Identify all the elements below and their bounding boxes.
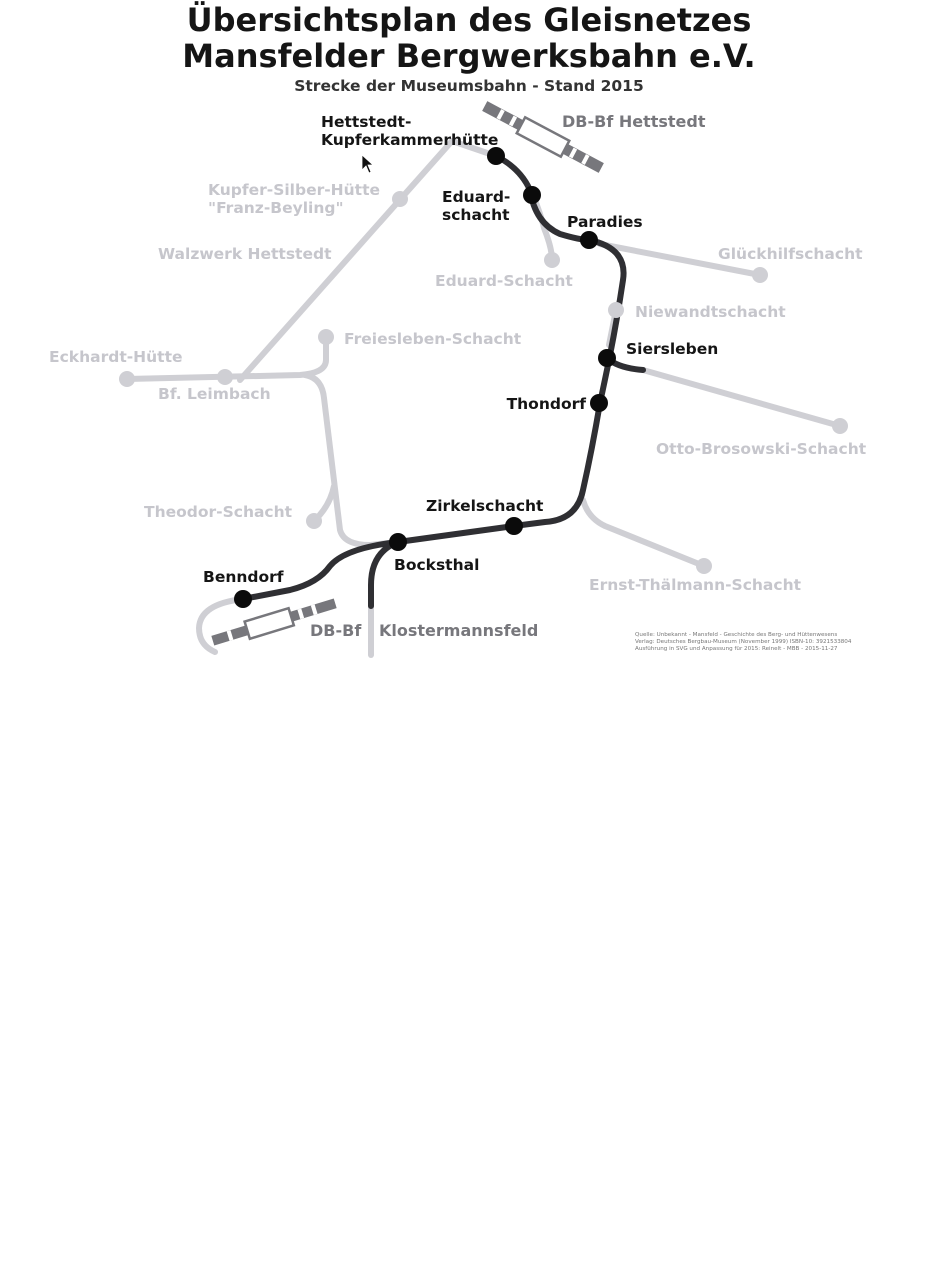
label-niewandtschacht: Niewandtschacht bbox=[635, 303, 786, 321]
map-canvas: Übersichtsplan des Gleisnetzes Mansfelde… bbox=[49, 1, 867, 658]
label-bocksthal: Bocksthal bbox=[394, 556, 479, 574]
db-klostermannsfeld-symbol bbox=[211, 598, 337, 646]
db-hettstedt-symbol bbox=[482, 101, 604, 173]
map-subtitle: Strecke der Museumsbahn - Stand 2015 bbox=[294, 77, 644, 95]
active-station-labels: Hettstedt- Kupferkammerhütte Eduard- sch… bbox=[203, 113, 718, 586]
stop-glueckhilfschacht bbox=[752, 267, 768, 283]
stop-eckhardt-huette bbox=[119, 371, 135, 387]
db-hettstedt-ties bbox=[496, 109, 590, 165]
mouse-cursor bbox=[361, 154, 375, 174]
source-line3: Ausführung in SVG und Anpassung für 2015… bbox=[635, 646, 838, 652]
tie bbox=[568, 147, 578, 159]
track-bocksthal-branch bbox=[368, 539, 401, 609]
label-siersleben: Siersleben bbox=[626, 340, 718, 358]
tie bbox=[508, 115, 518, 127]
source-note: Quelle: Unbekannt - Mansfeld - Geschicht… bbox=[635, 632, 852, 652]
stop-theodor-schacht bbox=[306, 513, 322, 529]
label-freiesleben-schacht: Freiesleben-Schacht bbox=[344, 330, 522, 348]
db-hettstedt-building bbox=[515, 115, 571, 159]
db-klostermannsfeld-building bbox=[243, 606, 296, 641]
tie bbox=[297, 608, 305, 620]
tie bbox=[496, 109, 505, 120]
label-hettstedt-line1: Hettstedt- bbox=[321, 113, 411, 131]
stop-paradies bbox=[580, 231, 598, 249]
label-db-bf-prefix: DB-Bf bbox=[310, 621, 362, 640]
label-kupfer-silber-line1: Kupfer-Silber-Hütte bbox=[208, 181, 380, 199]
inactive-station-labels: Kupfer-Silber-Hütte "Franz-Beyling" Walz… bbox=[49, 181, 867, 594]
label-eduard-schacht: Eduard-Schacht bbox=[435, 272, 573, 290]
label-eckhardt-huette: Eckhardt-Hütte bbox=[49, 348, 183, 366]
tie bbox=[226, 630, 234, 641]
label-db-bf-hettstedt: DB-Bf Hettstedt bbox=[562, 112, 706, 131]
track-leimbach-south bbox=[302, 372, 400, 548]
stop-eduardschacht bbox=[523, 186, 541, 204]
label-kupfer-silber-line2: "Franz-Beyling" bbox=[208, 199, 344, 217]
track-benndorf-loop bbox=[196, 596, 246, 655]
track-leimbach-hettstedt bbox=[237, 138, 499, 383]
tie bbox=[581, 154, 590, 165]
tie bbox=[310, 604, 318, 616]
label-eduard-line2: schacht bbox=[442, 206, 510, 224]
label-bf-leimbach: Bf. Leimbach bbox=[158, 385, 271, 403]
stop-freiesleben-schacht bbox=[318, 329, 334, 345]
stop-kupfer-silber-huette bbox=[392, 191, 408, 207]
map-title-line2: Mansfelder Bergwerksbahn e.V. bbox=[182, 37, 755, 75]
track-glueckhilf bbox=[597, 241, 763, 278]
db-klostermannsfeld-ties bbox=[226, 604, 318, 641]
stop-otto-brosowski-schacht bbox=[832, 418, 848, 434]
stop-ernst-thaelmann-schacht bbox=[696, 558, 712, 574]
db-station-labels: DB-Bf Hettstedt DB-Bf Klostermannsfeld bbox=[310, 112, 706, 640]
label-walzwerk-hettstedt: Walzwerk Hettstedt bbox=[158, 245, 332, 263]
stop-zirkelschacht bbox=[505, 517, 523, 535]
stop-hettstedt-kupferkammerhuette bbox=[487, 147, 505, 165]
stop-eduard-schacht bbox=[544, 252, 560, 268]
track-ernst bbox=[580, 497, 707, 569]
label-otto-brosowski-schacht: Otto-Brosowski-Schacht bbox=[656, 440, 867, 458]
title-block: Übersichtsplan des Gleisnetzes Mansfelde… bbox=[182, 1, 755, 95]
stop-thondorf bbox=[590, 394, 608, 412]
stop-siersleben bbox=[598, 349, 616, 367]
label-thondorf: Thondorf bbox=[507, 395, 587, 413]
stop-bf-leimbach bbox=[217, 369, 233, 385]
track-eckhardt-leimbach bbox=[124, 334, 329, 382]
inactive-stops bbox=[119, 191, 848, 574]
label-paradies: Paradies bbox=[567, 213, 643, 231]
track-network-map: Übersichtsplan des Gleisnetzes Mansfelde… bbox=[49, 1, 867, 658]
label-klostermannsfeld: Klostermannsfeld bbox=[379, 621, 538, 640]
label-hettstedt-line2: Kupferkammerhütte bbox=[321, 131, 498, 149]
label-benndorf: Benndorf bbox=[203, 568, 284, 586]
label-theodor-schacht: Theodor-Schacht bbox=[144, 503, 293, 521]
stop-niewandtschacht bbox=[608, 302, 624, 318]
inactive-tracks bbox=[124, 138, 843, 658]
label-eduard-line1: Eduard- bbox=[442, 188, 510, 206]
label-glueckhilfschacht: Glückhilfschacht bbox=[718, 245, 863, 263]
source-line2: Verlag: Deutsches Bergbau-Museum (Novemb… bbox=[635, 639, 852, 645]
source-line1: Quelle: Unbekannt - Mansfeld - Geschicht… bbox=[635, 632, 837, 638]
active-stops bbox=[234, 147, 616, 608]
stop-bocksthal bbox=[389, 533, 407, 551]
track-otto bbox=[640, 367, 843, 429]
label-ernst-thaelmann-schacht: Ernst-Thälmann-Schacht bbox=[589, 576, 802, 594]
stop-benndorf bbox=[234, 590, 252, 608]
label-zirkelschacht: Zirkelschacht bbox=[426, 497, 544, 515]
map-title-line1: Übersichtsplan des Gleisnetzes bbox=[187, 1, 752, 39]
